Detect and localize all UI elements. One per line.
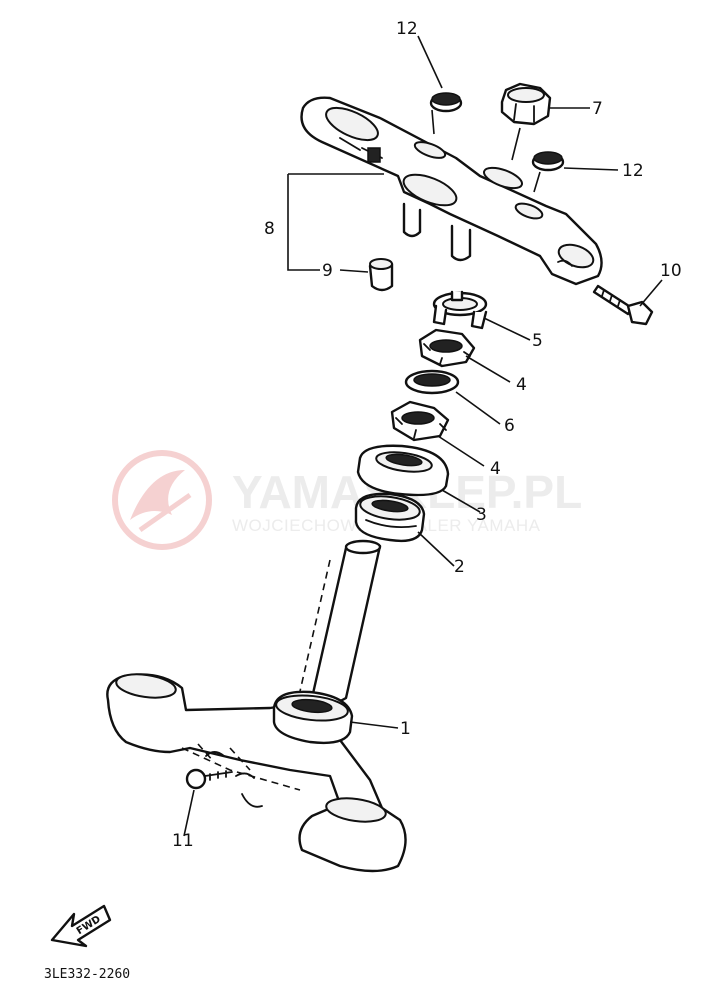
bolt-11	[185, 768, 233, 790]
steering-stem	[297, 539, 382, 705]
ring-nut-4-upper	[418, 328, 476, 368]
callout-8: 8	[264, 219, 275, 239]
crown-nut-7	[500, 82, 552, 126]
callout-4-lower: 4	[490, 459, 501, 479]
callout-4-upper: 4	[516, 375, 527, 395]
cap-12-right	[531, 151, 565, 172]
bushing-9	[368, 258, 394, 292]
callout-6: 6	[504, 416, 515, 436]
watermark-logo	[112, 450, 212, 550]
under-bracket	[106, 673, 407, 873]
forward-arrow: FWD	[50, 904, 112, 948]
callout-1: 1	[400, 719, 411, 739]
upper-bracket	[300, 96, 603, 286]
cap-12-top	[429, 92, 463, 113]
callout-11: 11	[172, 831, 194, 851]
washer-6	[404, 369, 460, 395]
callout-12-right: 12	[622, 161, 644, 181]
diagram-code: 3LE332-2260	[44, 967, 130, 982]
watermark: YAMASKLEP.PL WOJCIECHOWICZ DEALER YAMAHA	[112, 450, 582, 550]
callout-9: 9	[322, 261, 333, 281]
callout-7: 7	[592, 99, 603, 119]
leader-lines	[183, 35, 663, 837]
ring-nut-4-lower	[390, 400, 450, 442]
bolt-10	[592, 284, 654, 326]
callout-12-top: 12	[396, 19, 418, 39]
callout-3: 3	[476, 505, 487, 525]
callout-2: 2	[454, 557, 465, 577]
callouts: 12 7 12 8 9 10 5 4 6 4 3 2 1 11	[172, 19, 682, 851]
lock-washer-5	[432, 290, 488, 330]
callout-10: 10	[660, 261, 682, 281]
bearing-2	[354, 492, 426, 543]
seal-3	[356, 444, 450, 497]
callout-5: 5	[532, 331, 543, 351]
bearing-1	[272, 690, 354, 745]
